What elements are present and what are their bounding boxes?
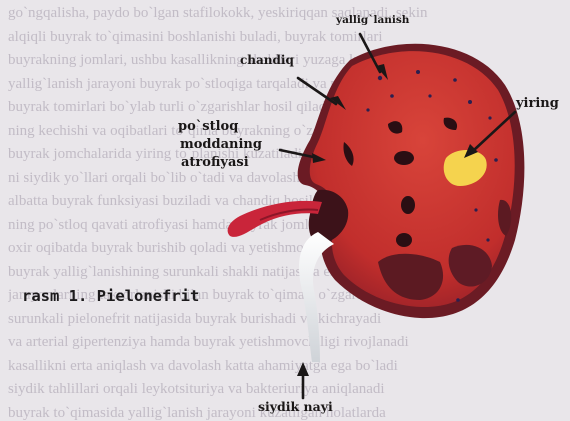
label-scar: chandiq <box>240 53 294 67</box>
label-pus: yiring <box>516 96 559 111</box>
label-cortex-atrophy-3: atrofiyasi <box>181 155 249 170</box>
label-cortex-atrophy-2: moddaning <box>180 137 262 152</box>
label-cortex-atrophy-1: po`stloq <box>178 119 238 134</box>
renal-vessel <box>228 201 322 237</box>
label-ureter: siydik nayi <box>258 399 333 414</box>
label-inflammation: yallig`lanish <box>336 14 409 26</box>
figure-caption: rasm 1. Pielonefrit <box>22 287 199 305</box>
